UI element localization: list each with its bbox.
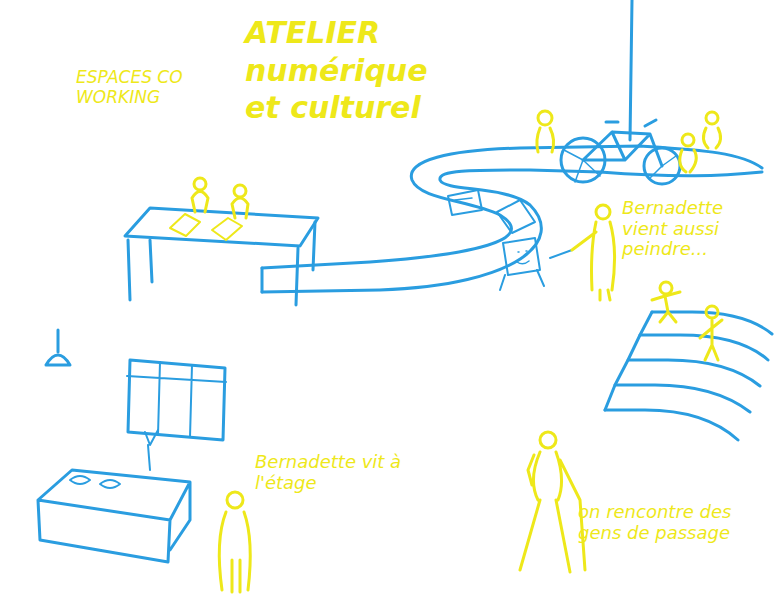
note-text: ESPACES CO WORKING [76,68,196,107]
note-text: on rencontre des gens de passage [578,502,753,543]
paint-brush [550,250,572,258]
paper-sheet [497,200,535,233]
blue-ink [38,0,772,562]
window-bars [127,362,226,437]
paper-scribble [455,198,472,200]
stair-figure [700,320,722,360]
person-figure [192,192,208,213]
easel-legs [500,270,544,290]
walker-figure [520,452,585,572]
bed [38,470,190,562]
note-text: Bernadette vit à l'étage [255,452,405,493]
person-figure [680,150,697,172]
person-head [227,492,243,508]
note-text: Bernadette vient aussi peindre... [622,198,772,260]
lamp-cord [57,330,60,352]
stair-edge [605,312,652,410]
person-figure [232,198,248,218]
person-head [660,282,672,294]
person-head [596,205,610,219]
person-figure [703,128,720,148]
table-top [125,208,318,246]
pole [630,0,632,140]
pillow [70,476,120,488]
resident-figure [219,512,250,592]
painter-figure [572,222,615,300]
paper-sheet [448,190,482,215]
canvas-face [517,251,529,264]
title-text: ATELIER numérique et culturel [245,14,445,127]
person-head [538,111,552,125]
bike-frame [583,120,662,166]
person-head [194,178,206,190]
person-head [540,432,556,448]
person-head [234,185,246,197]
lamp-shade [46,355,70,365]
stair-steps [605,312,772,440]
road-edge [261,268,264,292]
bike-spokes [564,150,676,182]
stair-figure [652,292,680,322]
person-head [706,306,718,318]
plant [145,430,158,470]
laptop [170,214,242,240]
person-figure [537,128,554,152]
window-frame [128,360,225,440]
person-head [682,134,694,146]
easel-canvas [503,238,540,275]
person-head [706,112,718,124]
